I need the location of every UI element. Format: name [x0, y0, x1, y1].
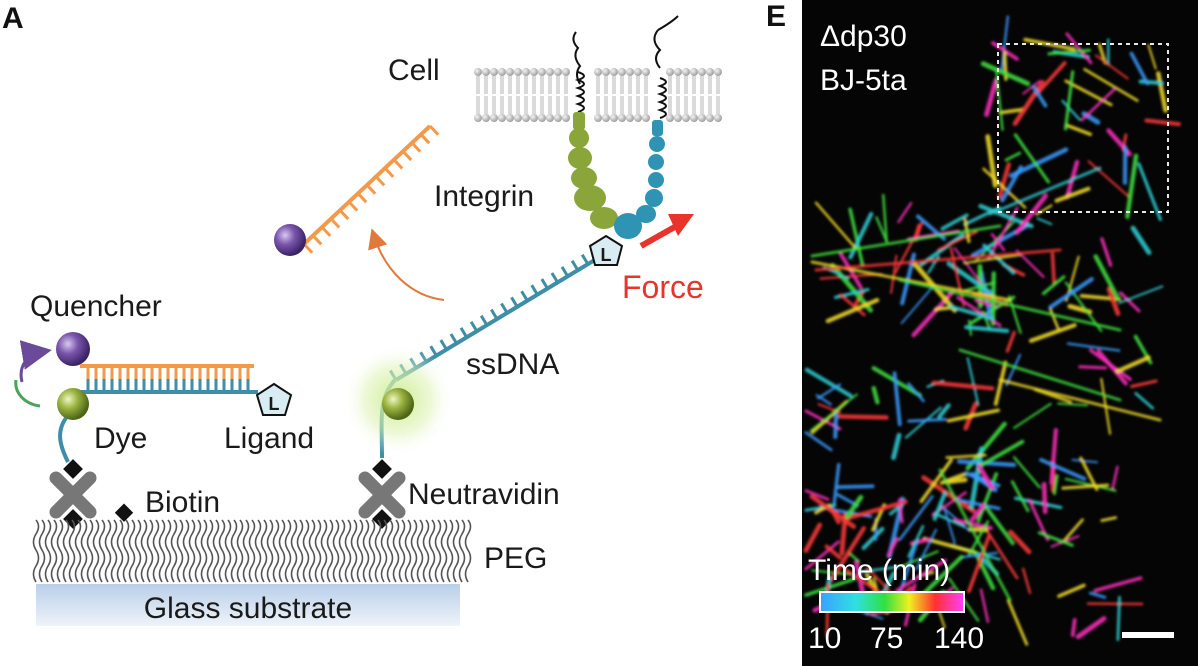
dye-ball-quenched [57, 388, 89, 420]
cell-line-label: BJ-5ta [820, 64, 907, 97]
colorbar-tick-1: 75 [870, 622, 903, 655]
neutravidin-right [358, 459, 406, 529]
ligand-bound-symbol: L [601, 245, 612, 265]
panel-a-letter: A [2, 2, 24, 35]
duplex-dna [80, 364, 258, 394]
transfer-arrow-purple [19, 340, 52, 383]
colorbar-title: Time (min) [808, 554, 950, 587]
release-arrow [368, 228, 445, 301]
quencher-ball [56, 332, 90, 366]
released-quencher-strand [274, 124, 440, 256]
biotin-free [114, 503, 134, 522]
peg-brush [32, 519, 472, 583]
scale-bar [1122, 632, 1174, 638]
colorbar-tick-2: 140 [934, 622, 984, 655]
cell-label: Cell [388, 54, 440, 87]
integrin-beta [614, 15, 679, 239]
transfer-arrow-green [14, 379, 41, 408]
ligand-label: Ligand [224, 422, 314, 455]
ligand-bound: L [588, 234, 624, 266]
glass-substrate [36, 584, 460, 626]
force-label: Force [622, 269, 704, 305]
neutravidin-left [49, 459, 97, 529]
panel-e-letter: E [766, 0, 786, 33]
ligand-free: L [255, 382, 293, 416]
neutravidin-label: Neutravidin [408, 478, 560, 511]
ligand-free-symbol: L [269, 394, 280, 414]
ssdna-label: ssDNA [466, 348, 559, 381]
colorbar-tick-0: 10 [808, 622, 841, 655]
peg-label: PEG [484, 542, 547, 575]
cell-membrane [474, 68, 722, 122]
quencher-label: Quencher [30, 290, 162, 323]
force-arrow [639, 214, 694, 249]
dye-unquenched [382, 388, 414, 420]
integrin-alpha [568, 31, 618, 229]
integrin-label: Integrin [434, 180, 534, 213]
biotin-label: Biotin [145, 486, 220, 519]
dye-label: Dye [94, 422, 147, 455]
colorbar [819, 591, 965, 613]
strain-label: Δdp30 [820, 20, 907, 53]
linker-left [58, 416, 70, 463]
glass-label: Glass substrate [144, 592, 352, 625]
micrograph: Δdp30 BJ-5ta Time (min) 10 75 140 [802, 0, 1198, 666]
zoom-box [997, 43, 1169, 213]
